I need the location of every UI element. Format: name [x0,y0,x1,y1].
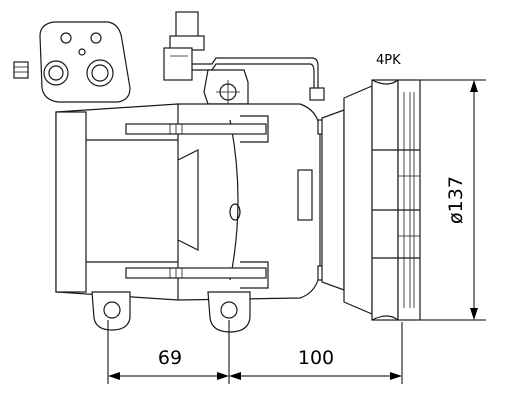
discharge-port-icon [86,59,114,87]
mount-offset-left-label: 69 [158,347,182,369]
bolt-hole-icon [103,301,121,319]
suction-port-icon [43,60,69,86]
belt-profile-label: 4PK [376,53,401,68]
refrigerant-fitting-block [13,21,131,103]
stamp-icon [229,203,241,221]
bolt-hole-icon [220,301,238,319]
pulley-diameter-dimension [420,79,486,321]
mount-spacing-dimensions [107,320,403,384]
clutch-pulley [321,79,421,321]
pulley-diameter-label: ø137 [445,176,467,224]
mount-offset-right-label: 100 [298,347,334,369]
electrical-connector [163,11,325,101]
bottom-mounting-ears [91,291,251,333]
top-mounting-ear [203,69,249,105]
bolt-hole-icon [90,32,102,44]
bolt-hole-icon [60,32,72,44]
compressor-body [55,103,329,301]
